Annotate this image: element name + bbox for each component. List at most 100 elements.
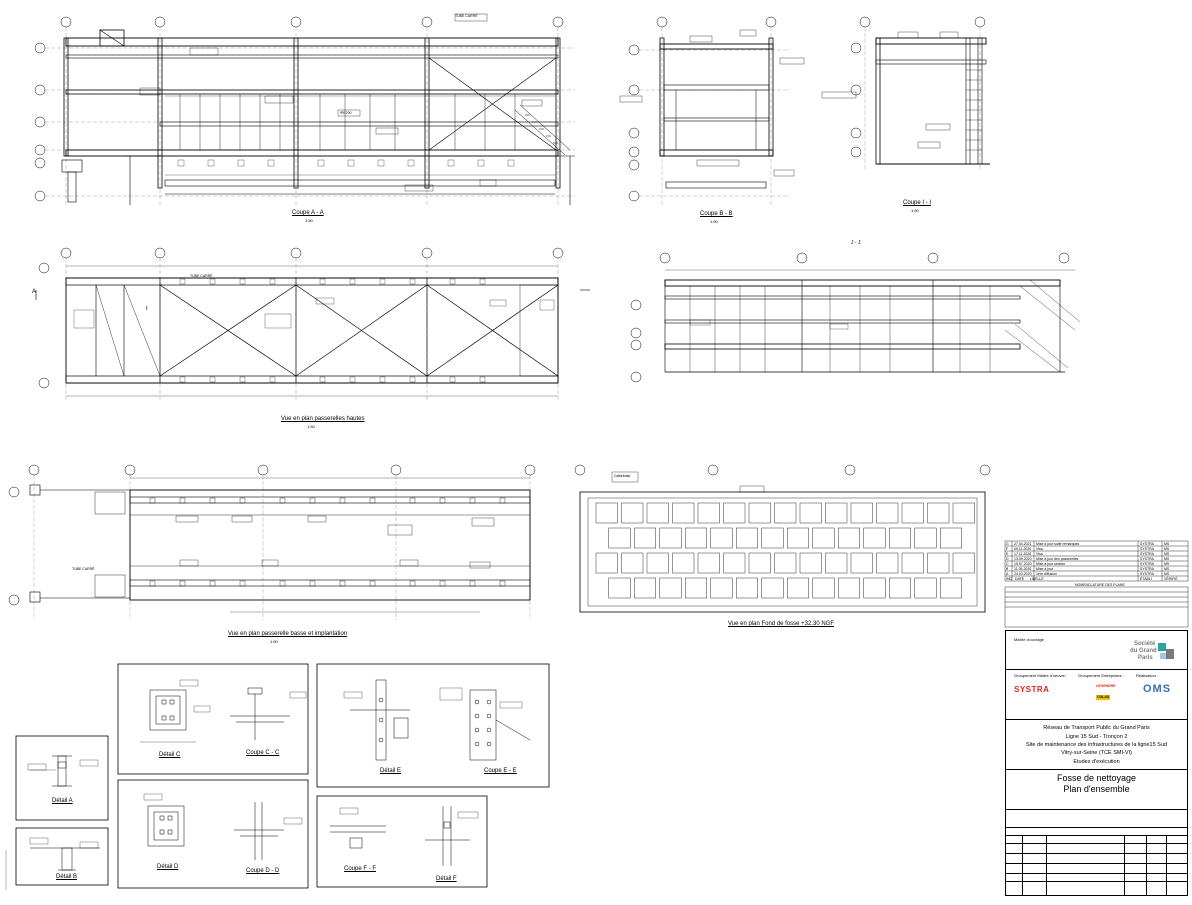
detail-title-e: Détail E: [380, 768, 402, 774]
grating-tile: [621, 502, 644, 524]
revision-cell: SYSTRA: [1140, 542, 1155, 546]
revision-cell: 15.07.2020: [1014, 562, 1032, 566]
annotation-cadre: Caillebotis: [614, 474, 631, 478]
phase-name: Etudes d'exécution: [1073, 759, 1120, 765]
view-scale-hautes: 1:50: [307, 424, 315, 429]
detail-title-d: Détail D: [157, 864, 179, 870]
detail-e-box: [316, 663, 550, 788]
revision-cell: MS: [1164, 557, 1170, 561]
site-name-1: Site de maintenance des infrastructures …: [1026, 742, 1167, 748]
revision-cell: SYSTRA: [1140, 557, 1155, 561]
grating-tile: [876, 502, 899, 524]
groupement-moe-label: Groupement Maître d'oeuvre :: [1014, 673, 1068, 678]
grating-tile: [608, 527, 631, 549]
grating-tile: [787, 527, 809, 549]
grating-tile: [672, 552, 695, 574]
revision-cell: MS: [1164, 542, 1170, 546]
revision-cell: 11.05.2020: [1014, 567, 1032, 571]
grating-tile: [685, 527, 707, 549]
network-name: Réseau de Transport Public du Grand Pari…: [1043, 725, 1150, 731]
grating-tile: [761, 527, 784, 549]
grating-tile: [774, 552, 797, 574]
revision-table-frame: [1004, 540, 1189, 628]
grating-tile: [825, 552, 848, 574]
grating-tile: [672, 502, 695, 524]
grating-tile: [787, 577, 809, 599]
grating-tile: [889, 577, 911, 599]
revision-cell: Mise à jour des passerelles: [1036, 557, 1079, 561]
grating-tile: [774, 502, 797, 524]
revision-cell: MS: [1164, 552, 1170, 556]
maitre-ouvrage-label: Maître d'ouvrage: [1014, 637, 1044, 642]
view-title-coupe-jj: J - J: [851, 240, 861, 246]
grating-tile: [927, 552, 950, 574]
grating-tile: [659, 577, 682, 599]
grating-tile: [940, 577, 962, 599]
detail-title-f: Détail F: [436, 876, 457, 882]
grating-tile: [685, 577, 707, 599]
revision-cell: 24.03.2020: [1014, 572, 1032, 576]
grating-tile: [659, 527, 682, 549]
coupe-jj-drawing: [630, 252, 1081, 383]
grating-tile: [646, 502, 669, 524]
detail-b-drawing: [15, 827, 109, 886]
revision-cell: SYSTRA: [1140, 547, 1155, 551]
grating-tile: [710, 577, 733, 599]
annotation-tube-2: TUBE CARRÉ: [190, 274, 213, 278]
view-scale-ii: 1:50: [911, 208, 919, 213]
sgp-name-1: Société: [1134, 641, 1156, 647]
coupe-ii-drawing: [821, 16, 990, 170]
view-title-coupe-aa: Coupe A - A: [292, 210, 324, 216]
view-title-coupe-ii: Coupe I - I: [903, 200, 932, 206]
grating-tile: [901, 502, 924, 524]
grating-tile: [748, 502, 771, 524]
grating-tile: [850, 552, 873, 574]
revision-cell: E: [1006, 552, 1009, 556]
view-scale-aa: 1:50: [305, 218, 313, 223]
revision-cell: B: [1006, 567, 1009, 571]
grating-tile: [812, 577, 835, 599]
grating-tile: [901, 552, 924, 574]
grating-tile: [914, 577, 937, 599]
grating-tile: [736, 527, 758, 549]
grating-tile: [799, 502, 822, 524]
grating-tile: [863, 577, 886, 599]
grating-tile: [799, 552, 822, 574]
grating-tile: [748, 552, 771, 574]
revision-cell: D: [1006, 557, 1009, 561]
line-name: Ligne 15 Sud - Tronçon 2: [1065, 734, 1128, 740]
grating-tile: [761, 577, 784, 599]
detail-title-ee: Coupe E - E: [484, 768, 517, 774]
detail-d-box: [117, 779, 309, 889]
plan-basse-drawing: [8, 464, 536, 620]
revision-cell: MS: [1164, 567, 1170, 571]
grating-tile: [710, 527, 733, 549]
revision-cell: MS: [1164, 572, 1170, 576]
grating-tile: [646, 552, 669, 574]
revision-cell: Mise à jour section: [1036, 562, 1066, 566]
revision-cell: MS: [1164, 562, 1170, 566]
systra-logo: SYSTRA: [1014, 685, 1050, 694]
realisation-label: Réalisation :: [1136, 673, 1159, 678]
grating-tile: [863, 527, 886, 549]
sgp-logo: [1158, 643, 1174, 659]
plan-fond-drawing: [574, 464, 991, 613]
docs-title: NOMENCLATURE DES PLANS: [1075, 583, 1125, 587]
revision-cell: 1ère diffusion: [1036, 572, 1057, 576]
grating-tile: [889, 527, 911, 549]
revision-cell: A: [1006, 572, 1009, 576]
plan-hautes-drawing: [35, 247, 590, 400]
revision-cell: Visa: [1036, 552, 1043, 556]
grating-tile: [634, 577, 656, 599]
grating-tile: [634, 527, 656, 549]
revision-cell: SYSTRA: [1140, 562, 1155, 566]
revision-cell: SYSTRA: [1140, 567, 1155, 571]
revision-cell: C: [1006, 562, 1009, 566]
revision-cell: 09.11.2020: [1014, 547, 1032, 551]
grating-tile: [927, 502, 950, 524]
detail-a-drawing: [15, 735, 109, 821]
detail-title-ff: Coupe F - F: [344, 866, 377, 872]
detail-title-a: Détail A: [52, 798, 73, 804]
